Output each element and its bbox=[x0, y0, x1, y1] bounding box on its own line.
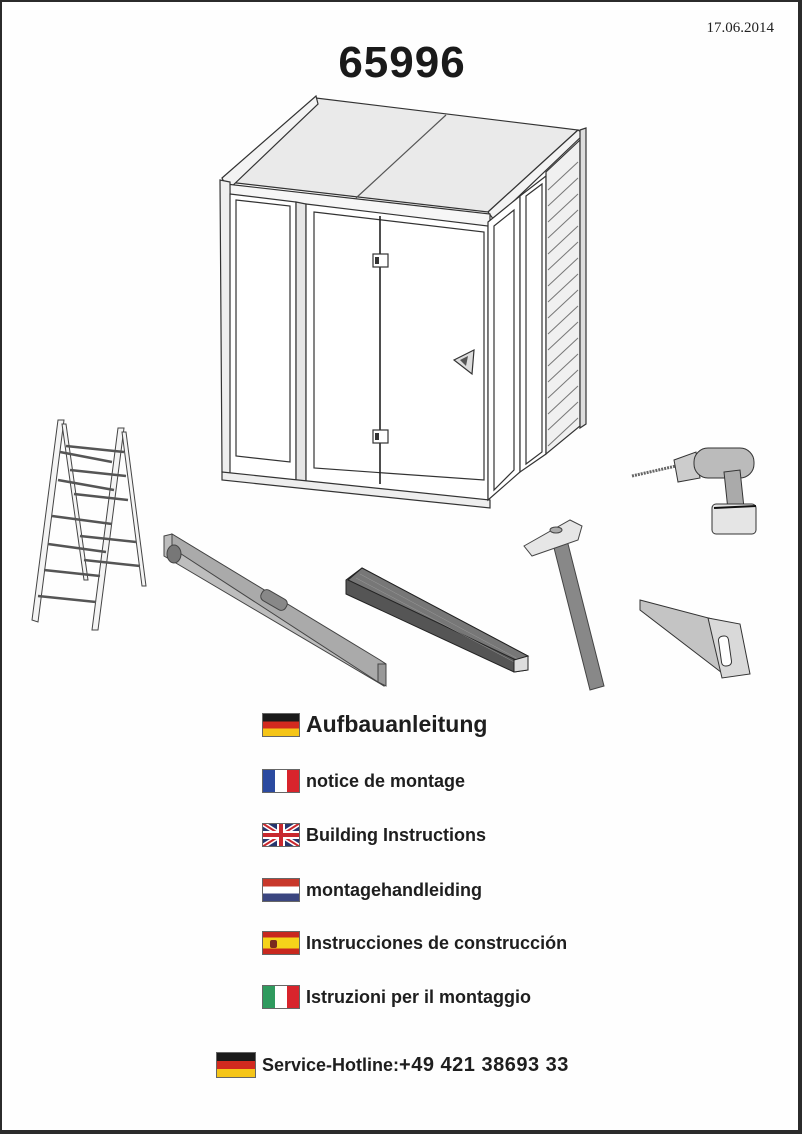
hammer-icon bbox=[523, 519, 605, 691]
language-label: montagehandleiding bbox=[306, 879, 483, 900]
cordless-drill-icon bbox=[631, 447, 757, 535]
language-item-de: Aufbauanleitung bbox=[262, 711, 487, 738]
model-number: 65996 bbox=[338, 38, 466, 87]
language-label: notice de montage bbox=[306, 770, 466, 791]
french-flag-icon bbox=[262, 769, 300, 793]
language-label: Building Instructions bbox=[306, 824, 486, 845]
uk-flag-icon bbox=[262, 823, 300, 847]
language-item-it: Istruzioni per il montaggio bbox=[262, 985, 531, 1009]
service-hotline: Service-Hotline: +49 421 38693 33 bbox=[216, 1052, 569, 1078]
language-label: Istruzioni per il montaggio bbox=[306, 986, 531, 1007]
german-flag-icon bbox=[216, 1052, 256, 1078]
language-item-uk: Building Instructions bbox=[262, 823, 486, 847]
product-illustration bbox=[31, 94, 757, 691]
document-date: 17.06.2014 bbox=[706, 20, 775, 36]
language-item-fr: notice de montage bbox=[262, 769, 465, 793]
ladder-icon bbox=[31, 419, 147, 631]
language-label: Aufbauanleitung bbox=[306, 711, 488, 737]
hand-saw-icon bbox=[639, 599, 751, 679]
italian-flag-icon bbox=[262, 985, 300, 1009]
language-item-nl: montagehandleiding bbox=[262, 878, 482, 902]
spanish-flag-icon bbox=[262, 931, 300, 955]
dutch-flag-icon bbox=[262, 878, 300, 902]
language-label: Instrucciones de construcción bbox=[306, 932, 568, 953]
spirit-level-icon bbox=[163, 533, 387, 687]
hotline-label: Service-Hotline: bbox=[262, 1054, 400, 1075]
folding-rule-icon bbox=[345, 567, 530, 673]
german-flag-icon bbox=[262, 712, 300, 737]
language-item-es: Instrucciones de construcción bbox=[262, 931, 567, 955]
shower-cabin-icon bbox=[219, 94, 587, 509]
hotline-number[interactable]: +49 421 38693 33 bbox=[399, 1053, 569, 1076]
